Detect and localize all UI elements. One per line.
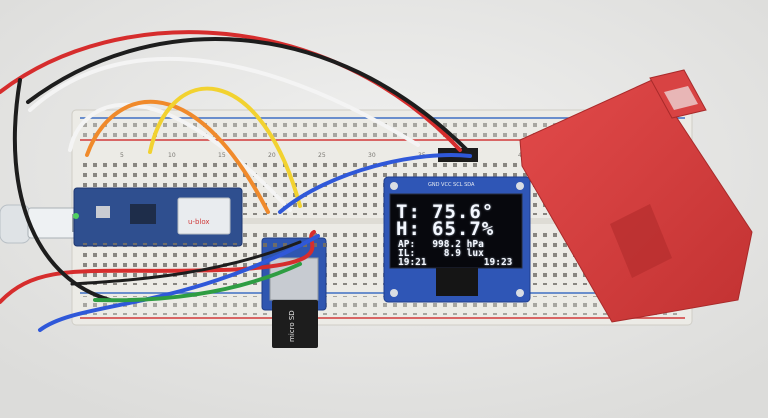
column-number: 5 xyxy=(120,152,124,159)
svg-text:u-blox: u-blox xyxy=(188,218,210,226)
usb-cable xyxy=(0,204,84,244)
oled-humidity-label: H: xyxy=(396,218,421,240)
red-plastic-case xyxy=(519,69,753,323)
oled-display-module xyxy=(383,148,531,303)
oled-pin-labels: GND VCC SCL SDA xyxy=(428,182,475,188)
sd-card-label: micro SD xyxy=(288,310,296,342)
jumper-wires xyxy=(0,30,472,332)
oled-temperature-value: 75.6° xyxy=(432,201,495,223)
column-number: 30 xyxy=(368,152,376,159)
oled-temperature-label: T: xyxy=(396,201,421,223)
oled-illuminance: IL: 8.9 lux xyxy=(398,248,484,259)
column-number: 10 xyxy=(168,152,176,159)
arduino-nano-board: u-blox xyxy=(73,187,243,247)
oled-humidity-value: 65.7% xyxy=(432,218,495,240)
column-number: 25 xyxy=(318,152,326,159)
column-number: 20 xyxy=(268,152,276,159)
column-number: 15 xyxy=(218,152,226,159)
oled-air-pressure: AP: 998.2 hPa xyxy=(398,239,484,250)
oled-times: 19:21 19:23 xyxy=(398,257,513,268)
